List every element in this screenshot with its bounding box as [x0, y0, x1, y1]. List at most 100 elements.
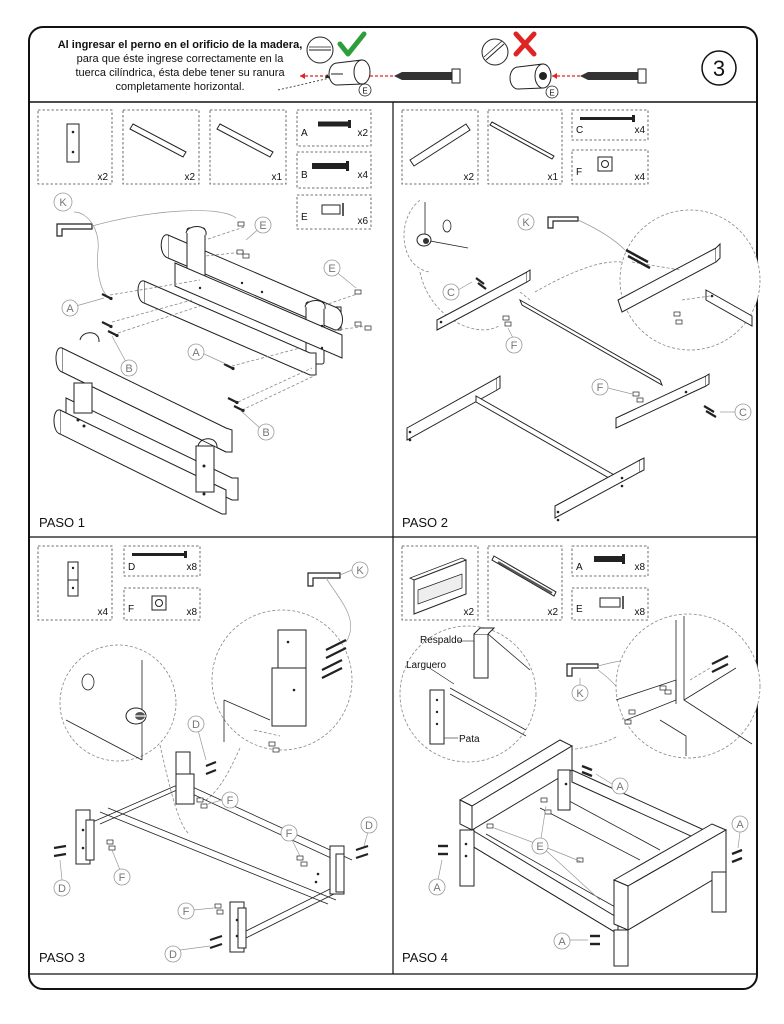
step-2-zoom-left [403, 199, 501, 331]
step-3-part-2-qty: x8 [186, 562, 197, 573]
svg-text:A: A [66, 303, 74, 315]
instruction-line-4: completamente horizontal. [115, 81, 244, 93]
step-4-part-a: A x8 [571, 545, 649, 577]
step-4-fasteners [438, 764, 743, 946]
instruction-line-1: Al ingresar el perno en el orificio de l… [58, 39, 303, 51]
svg-text:D: D [365, 820, 373, 832]
step-4-part-rail: x2 [487, 545, 563, 621]
svg-text:K: K [59, 197, 67, 209]
step-4-zoom-left [399, 625, 537, 763]
step-1-part-5-letter: B [301, 170, 308, 181]
step-3-callout-d4: D [164, 945, 211, 963]
step-3-zoom-leg [211, 609, 353, 753]
svg-text:E: E [328, 263, 335, 275]
step-1-lower-assembly [53, 332, 239, 515]
step-1-part-rail: x1 [209, 109, 287, 185]
step-4-part-3-qty: x8 [634, 562, 645, 573]
step-3-callout-f2: F [280, 824, 301, 857]
step-4-zoom-right [615, 613, 761, 759]
check-icon [337, 31, 367, 57]
step-2-part-crossbar: x1 [487, 109, 563, 185]
step-4-part-4-qty: x8 [634, 607, 645, 618]
step-3-title: PASO 3 [39, 950, 85, 965]
step-2-part-4-letter: F [576, 167, 582, 178]
svg-text:D: D [58, 883, 66, 895]
step-3-callout-f4: F [177, 902, 215, 920]
step-4-part-1-qty: x2 [463, 607, 474, 618]
svg-text:B: B [262, 427, 269, 439]
svg-text:C: C [739, 407, 747, 419]
svg-text:K: K [356, 565, 364, 577]
step-4-callout-a2: A [731, 815, 749, 849]
step-3-callout-d2: D [360, 816, 378, 847]
step-2-callout-f1: F [505, 327, 523, 354]
label-pata: Pata [459, 734, 480, 745]
step-4-part-2-qty: x2 [547, 607, 558, 618]
correct-nut-illustration: E [277, 31, 461, 97]
step-3-zoom-nut [59, 644, 177, 762]
header-instruction: Al ingresar el perno en el orificio de l… [58, 39, 303, 93]
step-number-badge: 3 [701, 50, 737, 86]
svg-text:K: K [576, 688, 584, 700]
step-1-part-4-letter: A [301, 128, 308, 139]
step-2-callout-c1: C [442, 281, 473, 301]
svg-text:F: F [511, 340, 518, 352]
svg-text:D: D [169, 949, 177, 961]
step-3-part-2-letter: D [128, 562, 135, 573]
step-2-title: PASO 2 [402, 515, 448, 530]
svg-text:E: E [259, 220, 266, 232]
step-1-callout-b2: B [239, 409, 275, 441]
svg-text:E: E [536, 841, 543, 853]
svg-text:F: F [227, 795, 234, 807]
instruction-line-3: tuerca cilíndrica, ésta debe tener su ra… [75, 67, 285, 79]
step-2-callout-k: K [517, 213, 535, 231]
step-3-callout-d1: D [187, 715, 207, 761]
step-4-part-3-letter: A [576, 562, 583, 573]
step-3-callout-f1: F [207, 791, 239, 809]
step-3-part-f: F x8 [123, 587, 201, 621]
step-2-zoom-right [617, 209, 761, 351]
svg-text:A: A [192, 347, 200, 359]
step-4-callout-a1: A [595, 773, 629, 795]
step-3-part-3-qty: x8 [186, 607, 197, 618]
cross-icon [513, 31, 537, 57]
step-1-part-2-qty: x2 [184, 172, 195, 183]
step-2-part-rail: x2 [401, 109, 479, 185]
svg-text:F: F [286, 828, 293, 840]
step-2-callout-f2: F [591, 378, 633, 396]
step-3-fasteners [53, 760, 369, 950]
allen-key-icon [547, 216, 579, 229]
svg-text:D: D [192, 719, 200, 731]
svg-text:B: B [125, 363, 132, 375]
step-2-part-c: C x4 [571, 109, 649, 141]
instruction-line-2: para que éste ingrese correctamente en l… [77, 53, 285, 65]
allen-key-icon [566, 663, 599, 677]
step-4-callout-a3: A [428, 859, 446, 896]
step-1-callout-k: K [53, 192, 73, 212]
step-4-callout-k: K [571, 678, 589, 702]
step-1-part-b: B x4 [296, 151, 372, 189]
step-1-callout-e2: E [323, 259, 357, 289]
step-3-callout-f3: F [111, 849, 131, 886]
step-1-part-1-qty: x2 [97, 172, 108, 183]
svg-text:F: F [597, 382, 604, 394]
svg-text:A: A [616, 781, 624, 793]
step-3-callout-k: K [339, 561, 369, 579]
step-2-callout-c2: C [720, 403, 752, 421]
step-3-part-d: D x8 [123, 545, 201, 577]
wrong-nut-illustration: E [481, 31, 647, 99]
step-1-callout-a2: A [187, 343, 227, 365]
step-4-part-e: E x8 [571, 587, 649, 621]
step-2-part-2-qty: x1 [547, 172, 558, 183]
step-4-bed [458, 739, 728, 967]
step-1-callout-b1: B [111, 335, 138, 377]
svg-text:K: K [522, 217, 530, 229]
step-1-callout-a1: A [61, 297, 105, 317]
step-number: 3 [713, 56, 725, 81]
step-3-part-3-letter: F [128, 604, 134, 615]
step-1-part-e: E x6 [296, 194, 372, 230]
step-3-frame [75, 751, 353, 953]
svg-text:F: F [183, 906, 190, 918]
step-2-panel: x2 x1 C x4 F x4 [401, 109, 761, 530]
step-2-part-f: F x4 [571, 149, 649, 185]
